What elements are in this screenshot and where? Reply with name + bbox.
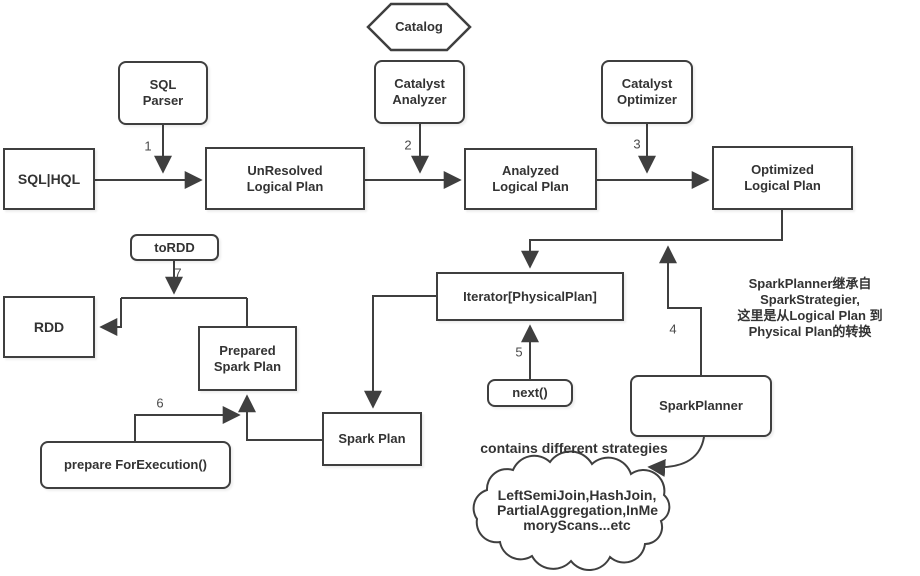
node-rdd: RDD	[3, 296, 95, 358]
node-optimized-logical-plan: Optimized Logical Plan	[712, 146, 853, 210]
edge-sparkplanner-to-cloud	[647, 436, 705, 477]
node-spark-plan: Spark Plan	[322, 412, 422, 466]
step-label-2: 2	[404, 137, 412, 153]
step-label-5: 5	[515, 344, 523, 360]
node-catalyst-optimizer: Catalyst Optimizer	[601, 60, 693, 124]
edge-iterator-to-sparkplan	[364, 295, 436, 409]
node-sql-parser: SQL Parser	[118, 61, 208, 125]
node-tordd: toRDD	[130, 234, 219, 261]
node-prepared-spark-plan: Prepared Spark Plan	[198, 326, 297, 391]
step-label-4: 4	[669, 321, 677, 337]
edge-preparefe-right	[134, 406, 241, 441]
spark-planner-annotation: SparkPlanner继承自SparkStrategier, 这里是从Logi…	[737, 276, 883, 339]
node-next: next()	[487, 379, 573, 407]
strategies-cloud-shape	[472, 450, 671, 571]
node-analyzed-logical-plan: Analyzed Logical Plan	[464, 148, 597, 210]
edge-sparkplan-to-prepared	[238, 394, 322, 441]
node-catalyst-analyzer: Catalyst Analyzer	[374, 60, 465, 124]
node-unresolved-logical-plan: UnResolved Logical Plan	[205, 147, 365, 210]
node-iterator-physical-plan: Iterator[PhysicalPlan]	[436, 272, 624, 321]
step-label-7: 7	[174, 265, 182, 281]
catalog-hexagon-shape	[366, 2, 472, 52]
node-sql-hql: SQL|HQL	[3, 148, 95, 210]
contains-strategies-label: contains different strategies	[480, 440, 668, 456]
edge-junction-to-rdd	[99, 298, 122, 336]
node-prepare-for-execution: prepare ForExecution()	[40, 441, 231, 489]
edge-sparkplanner-up	[659, 245, 702, 375]
node-catalog: Catalog	[395, 19, 443, 34]
step-label-1: 1	[144, 138, 152, 154]
node-spark-planner: SparkPlanner	[630, 375, 772, 437]
step-label-6: 6	[156, 395, 164, 411]
edge-optimized-to-iterator	[521, 210, 783, 269]
strategies-cloud-label: LeftSemiJoin,HashJoin, PartialAggregatio…	[497, 487, 659, 533]
step-label-3: 3	[633, 136, 641, 152]
